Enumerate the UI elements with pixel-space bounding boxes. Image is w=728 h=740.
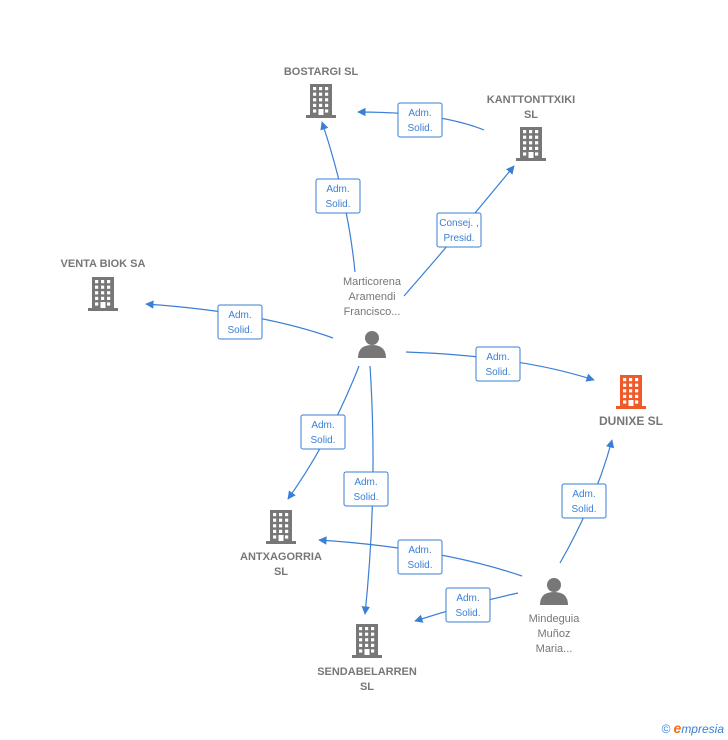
- edge-marticorena-to-ventabiok: Adm. Solid.: [145, 300, 334, 340]
- node-label: Muñoz: [537, 628, 570, 640]
- edge-label-text: Adm.: [354, 477, 377, 488]
- building-icon: [352, 624, 382, 658]
- edge-label-box[interactable]: Adm. Solid.: [561, 483, 607, 519]
- edge-label-box[interactable]: Adm. Solid.: [315, 178, 361, 214]
- node-antxagorria[interactable]: ANTXAGORRIA SL: [240, 510, 322, 578]
- edge-label-text: Solid.: [455, 608, 480, 619]
- footer-credit: ©empresia: [662, 720, 724, 736]
- node-label: SL: [524, 109, 538, 121]
- edge-label-text: Adm.: [311, 420, 334, 431]
- edge-label-text: Adm.: [408, 108, 431, 119]
- edge-label-frame: [343, 471, 389, 507]
- node-label: Mindeguia: [529, 613, 581, 625]
- building-icon: [266, 510, 296, 544]
- edge-label-box[interactable]: Adm. Solid.: [343, 471, 389, 507]
- node-label: SL: [360, 681, 374, 693]
- edge-label-text: Solid.: [353, 492, 378, 503]
- edge-label-box[interactable]: Adm. Solid.: [397, 539, 443, 575]
- node-label: SENDABELARREN: [317, 666, 417, 678]
- edge-label-frame: [436, 212, 482, 248]
- edge-label-frame: [475, 346, 521, 382]
- edge-mindeguia-to-sendabelarren: Adm. Solid.: [414, 587, 519, 623]
- node-kanttonttxiki[interactable]: KANTTONTTXIKI SL: [487, 94, 575, 161]
- edge-label-text: Presid.: [443, 233, 474, 244]
- node-label: KANTTONTTXIKI: [487, 94, 575, 106]
- edges-layer: Adm. Solid. Adm. Solid. Consej. , Presid. Adm.…: [145, 102, 615, 623]
- edge-label-box[interactable]: Adm. Solid.: [217, 304, 263, 340]
- edge-mindeguia-to-antxagorria: Adm. Solid.: [318, 536, 523, 577]
- edge-label-text: Adm.: [326, 184, 349, 195]
- edge-label-text: Adm.: [408, 545, 431, 556]
- edge-label-text: Adm.: [228, 310, 251, 321]
- brand-logo-initial: e: [673, 720, 682, 736]
- edge-label-frame: [217, 304, 263, 340]
- edge-label-text: Solid.: [227, 325, 252, 336]
- node-mindeguia[interactable]: MindeguiaMuñozMaria...: [529, 578, 581, 655]
- edge-mindeguia-to-dunixe: Adm. Solid.: [559, 439, 615, 564]
- brand-logo-text: mpresia: [681, 722, 724, 736]
- edge-label-frame: [445, 587, 491, 623]
- edge-label-text: Adm.: [572, 489, 595, 500]
- edge-marticorena-to-bostargi: Adm. Solid.: [315, 121, 361, 273]
- node-marticorena[interactable]: MarticorenaAramendiFrancisco...: [343, 276, 402, 358]
- edge-label-box[interactable]: Adm. Solid.: [397, 102, 443, 138]
- node-label: SL: [274, 566, 288, 578]
- edge-label-text: Solid.: [325, 199, 350, 210]
- building-icon: [88, 277, 118, 311]
- edge-marticorena-to-antxagorria: Adm. Solid.: [287, 365, 360, 500]
- edge-marticorena-to-sendabelarren: Adm. Solid.: [343, 365, 389, 615]
- edge-kanttonttxiki-to-bostargi: Adm. Solid.: [357, 102, 485, 138]
- node-label: BOSTARGI SL: [284, 66, 359, 78]
- edge-marticorena-to-kanttonttxiki: Consej. , Presid.: [403, 165, 515, 297]
- edge-label-frame: [397, 539, 443, 575]
- node-ventabiok[interactable]: VENTA BIOK SA: [61, 258, 146, 311]
- edge-label-frame: [300, 414, 346, 450]
- edge-label-text: Consej. ,: [439, 218, 478, 229]
- edge-label-frame: [315, 178, 361, 214]
- building-icon: [516, 127, 546, 161]
- copyright-symbol: ©: [661, 722, 671, 736]
- nodes-layer: BOSTARGI SL KANTTONTTXIKI SL VENTA BIOK SA M…: [61, 66, 663, 693]
- edge-label-text: Solid.: [407, 123, 432, 134]
- edge-label-text: Solid.: [407, 560, 432, 571]
- edge-label-frame: [397, 102, 443, 138]
- edge-label-text: Solid.: [485, 367, 510, 378]
- node-sendabelarren[interactable]: SENDABELARREN SL: [317, 624, 417, 693]
- building-icon: [306, 84, 336, 118]
- edge-label-box[interactable]: Adm. Solid.: [445, 587, 491, 623]
- node-bostargi[interactable]: BOSTARGI SL: [284, 66, 359, 118]
- node-label: Francisco...: [344, 306, 401, 318]
- node-label: Marticorena: [343, 276, 402, 288]
- edge-label-text: Solid.: [310, 435, 335, 446]
- node-dunixe[interactable]: DUNIXE SL: [599, 375, 663, 428]
- person-icon: [358, 331, 386, 358]
- node-label: DUNIXE SL: [599, 414, 663, 428]
- person-icon: [540, 578, 568, 605]
- node-label: VENTA BIOK SA: [61, 258, 146, 270]
- node-label: ANTXAGORRIA: [240, 551, 322, 563]
- edge-label-frame: [561, 483, 607, 519]
- node-label: Aramendi: [348, 291, 395, 303]
- edge-label-box[interactable]: Adm. Solid.: [300, 414, 346, 450]
- edge-marticorena-to-dunixe: Adm. Solid.: [405, 346, 595, 382]
- building-icon: [616, 375, 646, 409]
- edge-label-text: Solid.: [571, 504, 596, 515]
- edge-label-text: Adm.: [486, 352, 509, 363]
- edge-label-text: Adm.: [456, 593, 479, 604]
- edge-label-box[interactable]: Adm. Solid.: [475, 346, 521, 382]
- edge-label-box[interactable]: Consej. , Presid.: [436, 212, 482, 248]
- node-label: Maria...: [536, 643, 573, 655]
